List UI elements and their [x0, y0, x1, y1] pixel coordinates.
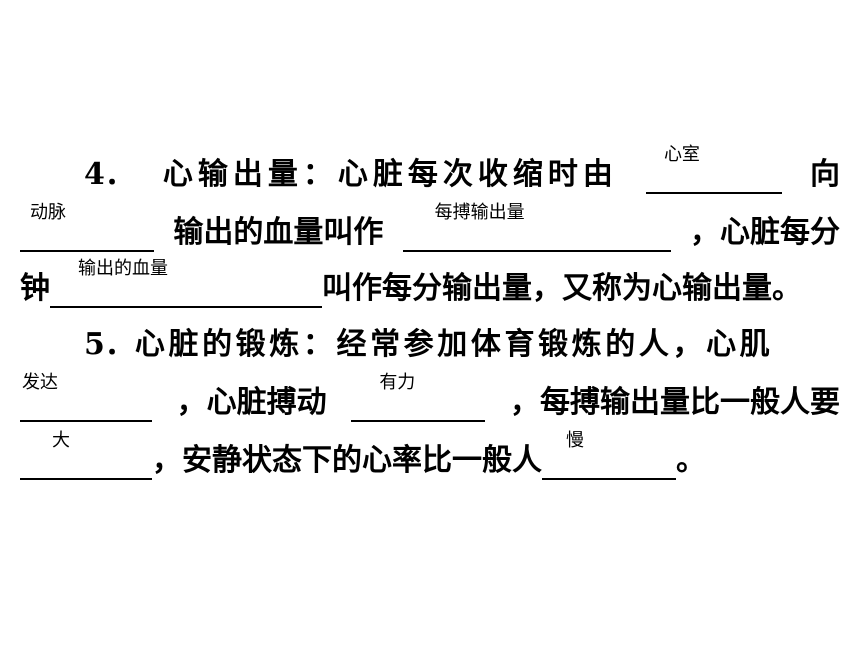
- question-5-text-4: ，安静状态下的心率比一般人: [152, 443, 542, 478]
- question-5-number: 5．: [84, 327, 135, 362]
- question-4-line-2: 动脉 输出的血量叫作 每搏输出量 ，心脏每分: [20, 202, 840, 254]
- question-5-line-3: 大 ，安静状态下的心率比一般人 慢 。: [20, 430, 840, 482]
- question-4-text-6: 叫作每分输出量，又称为心输出量。: [322, 271, 802, 306]
- question-5-answer-4: 慢: [566, 430, 584, 451]
- question-4-answer-3: 每搏输出量: [434, 202, 525, 223]
- question-5-line-1: 5． 心脏的锻炼：经常参加体育锻炼的人，心肌: [84, 324, 836, 366]
- question-5-text-5: 。: [676, 443, 706, 478]
- question-5-blank-4: 慢: [542, 430, 676, 480]
- question-4-blank-2: 动脉: [20, 202, 154, 252]
- question-4-answer-1: 心室: [663, 144, 700, 165]
- question-5-text-3: ，每搏输出量比一般人要: [509, 385, 840, 420]
- question-5-blank-3: 大: [20, 430, 152, 480]
- question-5-text-1: 心脏的锻炼：经常参加体育锻炼的人，心肌: [134, 327, 774, 362]
- question-5-line-2: 发达 ，心脏搏动 有力 ，每搏输出量比一般人要: [20, 372, 840, 424]
- question-5-answer-2: 有力: [379, 372, 416, 393]
- question-5-answer-1: 发达: [22, 372, 58, 393]
- question-4-answer-2: 动脉: [30, 202, 66, 223]
- question-4-answer-4: 输出的血量: [78, 258, 168, 279]
- question-4-blank-3: 每搏输出量: [402, 202, 671, 252]
- question-4-text-1: 心输出量：心脏每次收缩时由: [162, 157, 618, 192]
- question-4-line-3: 钟 输出的血量 叫作每分输出量，又称为心输出量。: [20, 258, 840, 310]
- question-4-line-1: 4． 心输出量：心脏每次收缩时由 心室 向: [84, 144, 840, 196]
- question-5-text-2: ，心脏搏动: [176, 385, 327, 420]
- question-5-answer-3: 大: [52, 430, 70, 451]
- question-4-text-4: ，心脏每分: [689, 215, 840, 250]
- question-4-text-3: 输出的血量叫作: [173, 215, 384, 250]
- question-5-blank-2: 有力: [351, 372, 486, 422]
- question-4-text-5: 钟: [20, 271, 50, 306]
- question-4-number: 4．: [84, 157, 135, 192]
- question-5-blank-1: 发达: [20, 372, 152, 422]
- question-4-text-2: 向: [809, 157, 840, 192]
- question-4-blank-4: 输出的血量: [50, 258, 322, 308]
- question-4-blank-1: 心室: [645, 144, 782, 194]
